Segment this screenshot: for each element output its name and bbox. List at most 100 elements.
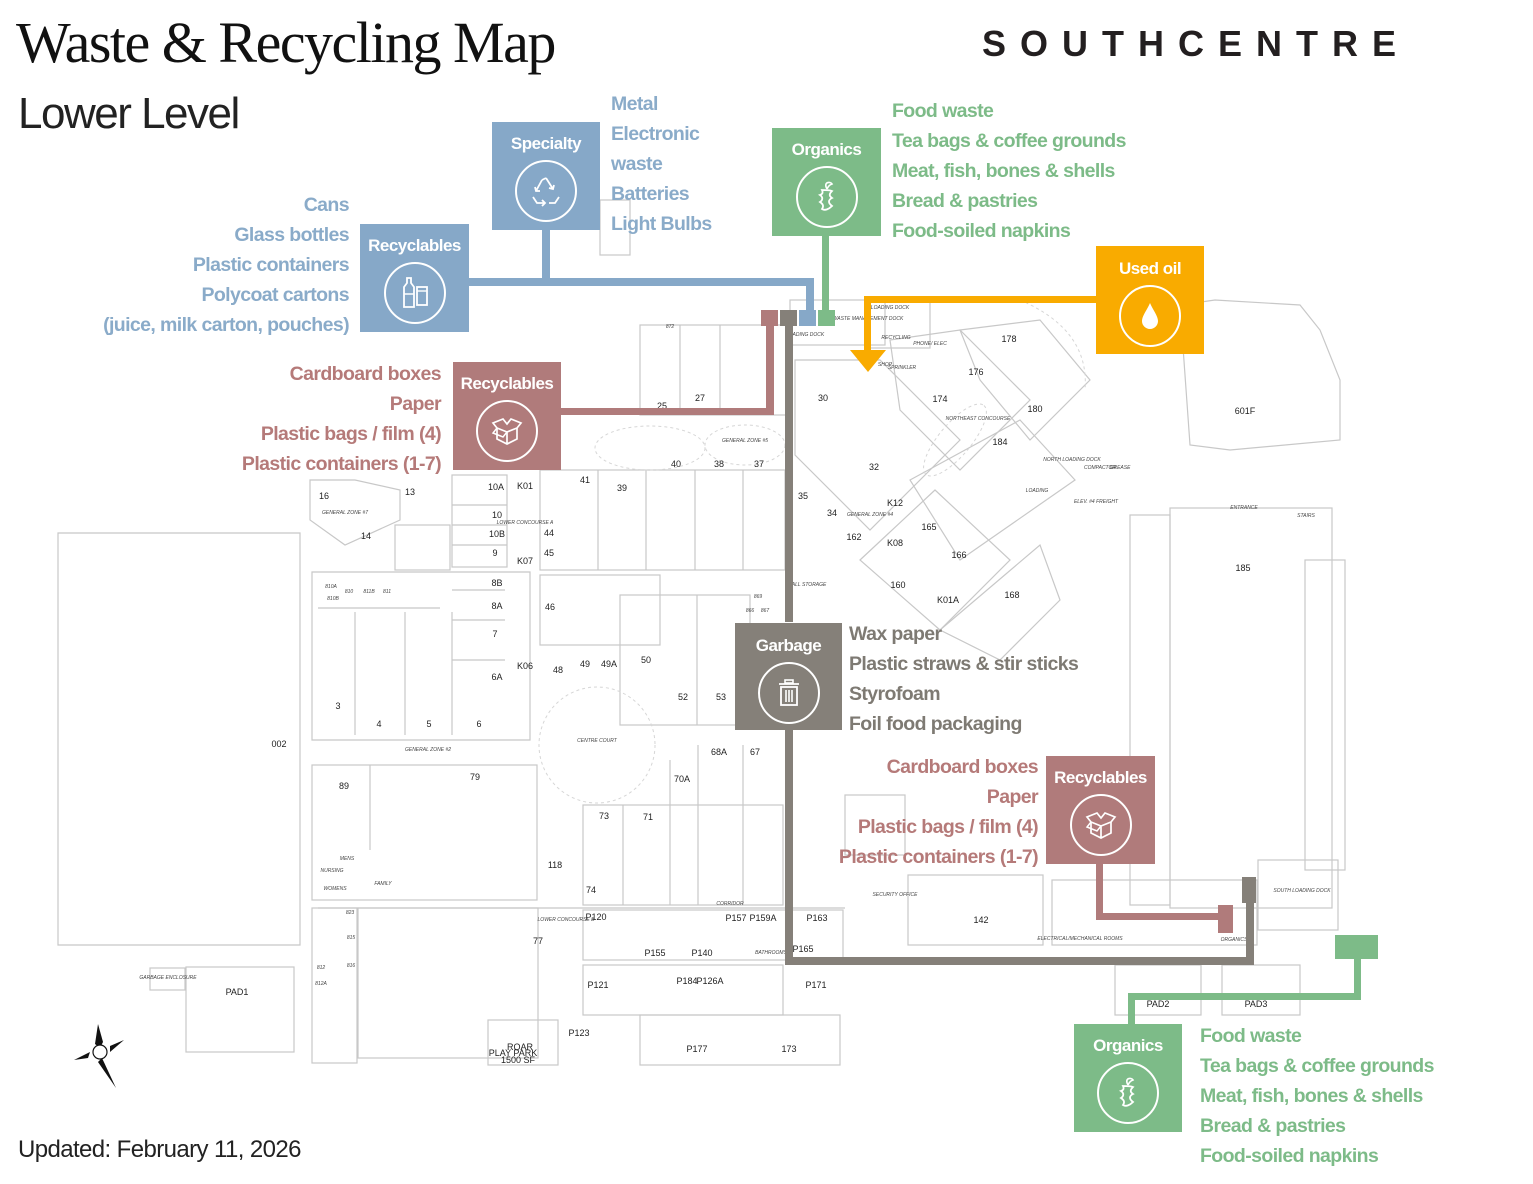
specialty-station[interactable]: Specialty: [492, 122, 600, 230]
organics-south-route: [1354, 955, 1361, 1000]
room-label: 49A: [600, 659, 618, 669]
room-label: 25: [656, 401, 668, 411]
room-outline: [451, 474, 508, 568]
list-item: Food-soiled napkins: [892, 220, 1071, 242]
room-label: 815: [346, 935, 356, 941]
room-outline: [539, 469, 786, 571]
room-label: 872: [665, 324, 675, 330]
list-item: Food waste: [1200, 1025, 1302, 1047]
room-label: 180: [1027, 404, 1043, 414]
room-label: 3: [335, 701, 341, 711]
room-label: 30: [817, 393, 829, 403]
recyclables-rose-south-items: Cardboard boxes Paper Plastic bags / fil…: [839, 752, 1039, 872]
room-label: 816: [346, 963, 356, 969]
list-item: Styrofoam: [849, 683, 941, 705]
dock-marker-organics: [818, 310, 835, 326]
room-label: 118: [547, 860, 563, 870]
room-label: 166: [951, 550, 967, 560]
room-label: 67: [749, 747, 761, 757]
room-label: 142: [973, 915, 989, 925]
room-outline: [582, 909, 844, 961]
garbage-route: [785, 730, 793, 964]
area-label: NORTH LOADING DOCK: [1043, 457, 1101, 463]
apple-core-icon: [1097, 1062, 1159, 1124]
station-label: Organics: [791, 140, 862, 159]
room-label: P140: [691, 948, 713, 958]
list-item: Paper: [986, 786, 1039, 808]
room-outline: [487, 1019, 559, 1066]
room-label: 53: [715, 692, 727, 702]
garbage-station[interactable]: Garbage: [735, 623, 842, 730]
area-label: LOWER CONCOURSE A: [496, 520, 554, 526]
list-item: Wax paper: [849, 623, 942, 645]
area-label: MALL STORAGE: [787, 582, 827, 588]
room-label: 184: [992, 437, 1008, 447]
room-label: 6: [476, 719, 482, 729]
recyclables-blue-route-drop: [806, 278, 814, 310]
list-item: Bread & pastries: [1200, 1115, 1346, 1137]
room-outline: [582, 964, 784, 1016]
recyclables-rose-north-route: [560, 408, 774, 415]
recyclables-blue-station[interactable]: Recyclables: [360, 224, 469, 332]
organics-north-station[interactable]: Organics: [772, 128, 881, 236]
room-outline: [311, 764, 538, 901]
area-label: GENERAL ZONE #4: [846, 512, 894, 518]
room-label: 50: [640, 655, 652, 665]
area-label: WOMENS: [323, 886, 347, 892]
room-outline: [185, 966, 295, 1053]
room-outline: [357, 907, 539, 1059]
station-label: Organics: [1093, 1036, 1163, 1055]
room-label: P155: [644, 948, 666, 958]
garbage-route: [785, 957, 1254, 965]
room-label: P177: [686, 1044, 708, 1054]
area-label: BATHROOMS: [755, 950, 787, 956]
centre-court-outline: [538, 686, 656, 804]
room-label: ROAR: [506, 1042, 534, 1052]
room-outline: [394, 524, 451, 571]
recyclables-rose-north-route: [766, 326, 774, 414]
room-label: 35: [797, 491, 809, 501]
recyclables-rose-north-station[interactable]: Recyclables: [453, 362, 561, 470]
station-label: Specialty: [510, 134, 582, 153]
organics-south-route: [1128, 993, 1361, 1000]
station-label: Garbage: [755, 636, 822, 655]
recyclables-rose-south-station[interactable]: Recyclables: [1046, 756, 1155, 864]
concourse-outline: [1019, 299, 1086, 391]
room-outline: [889, 329, 1031, 471]
room-outline: [959, 319, 1091, 441]
specialty-route: [542, 228, 550, 283]
room-outline: [311, 571, 531, 741]
garbage-route: [785, 326, 793, 622]
area-label: LOADING DOCK: [785, 332, 825, 338]
used-oil-station[interactable]: Used oil: [1096, 246, 1204, 354]
room-outline: [1114, 964, 1202, 1016]
room-label: P184: [676, 976, 698, 986]
room-label: 160: [890, 580, 906, 590]
organics-south-station[interactable]: Organics: [1074, 1024, 1182, 1132]
area-label: ORGANICS: [1220, 937, 1248, 943]
area-label: ELECTRICAL/MECHANICAL ROOMS: [1037, 936, 1123, 942]
list-item: Plastic straws & stir sticks: [849, 653, 1079, 675]
room-label: 002: [271, 739, 287, 749]
area-label: SPRINKLER: [887, 365, 917, 371]
room-label: 44: [543, 528, 555, 538]
room-label: 165: [921, 522, 937, 532]
room-outline: [1129, 514, 1171, 906]
room-label: 176: [968, 367, 984, 377]
list-item: Cans: [303, 194, 350, 216]
area-label: GENERAL ZONE #7: [321, 510, 369, 516]
room-label: 6A: [491, 672, 503, 682]
room-label: 168: [1004, 590, 1020, 600]
room-label: PAD1: [225, 987, 249, 997]
room-label: P171: [805, 980, 827, 990]
room-label: 812: [316, 965, 326, 971]
room-label: 173: [781, 1044, 797, 1054]
room-outline: [582, 804, 784, 906]
station-label: Recyclables: [460, 374, 554, 393]
room-label: 812A: [315, 981, 327, 987]
room-label: 73: [598, 811, 610, 821]
list-item: Plastic containers: [192, 254, 350, 276]
specialty-items: Metal Electronic waste Batteries Light B…: [611, 89, 712, 239]
room-label: 174: [932, 394, 948, 404]
